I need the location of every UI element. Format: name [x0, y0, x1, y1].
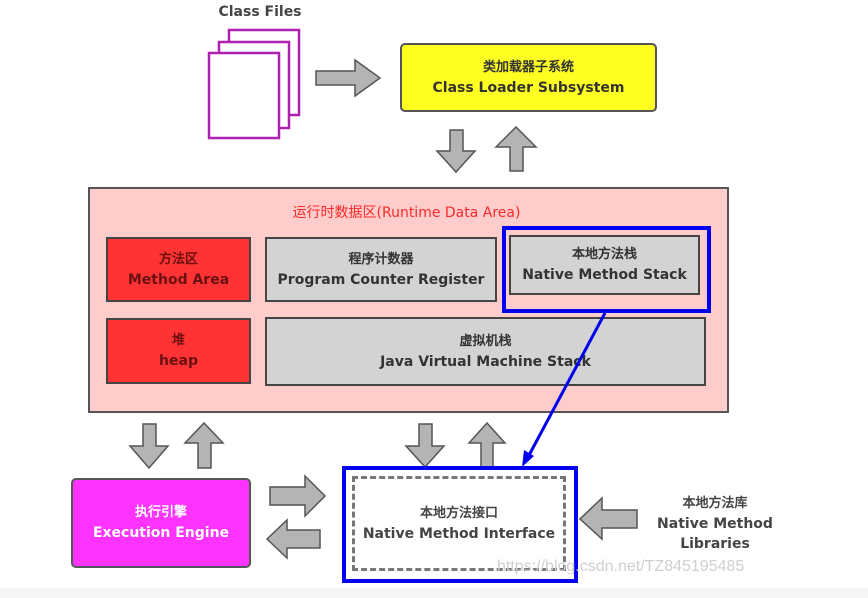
connector-arrowhead-icon	[522, 450, 534, 467]
program-counter-en: Program Counter Register	[277, 271, 485, 288]
arrow-down-icon	[404, 423, 446, 469]
stacked-documents-icon	[207, 28, 301, 140]
arrow-right-icon	[269, 474, 327, 518]
document-page-front	[207, 51, 281, 140]
jvm-stack-zh: 虚拟机栈	[459, 333, 512, 349]
class-loader-en: Class Loader Subsystem	[432, 79, 625, 96]
arrow-up-icon	[467, 421, 507, 468]
heap-en: heap	[159, 353, 198, 369]
bottom-band	[0, 588, 868, 598]
arrow-right-icon	[315, 58, 382, 98]
jvm-stack-en: Java Virtual Machine Stack	[380, 353, 591, 370]
heap-zh: 堆	[171, 333, 185, 348]
arrow-left-icon	[265, 518, 321, 560]
native-method-interface: 本地方法接口 Native Method Interface	[352, 476, 566, 571]
execution-engine-en: Execution Engine	[92, 525, 230, 541]
native-method-interface-zh: 本地方法接口	[419, 505, 498, 521]
heap: 堆 heap	[106, 318, 251, 384]
runtime-data-area-title: 运行时数据区(Runtime Data Area)	[292, 205, 521, 221]
method-area-zh: 方法区	[158, 251, 198, 267]
native-method-libraries-en2: Libraries	[680, 536, 750, 552]
arrow-left-icon	[578, 496, 638, 541]
class-files-label: Class Files	[218, 4, 302, 20]
native-method-libraries-zh: 本地方法库	[682, 496, 748, 511]
native-stack-to-interface-connector	[525, 312, 607, 460]
native-method-stack-en: Native Method Stack	[522, 267, 687, 283]
method-area: 方法区 Method Area	[106, 237, 251, 302]
method-area-en: Method Area	[127, 271, 230, 288]
execution-engine-zh: 执行引擎	[134, 505, 187, 520]
program-counter-zh: 程序计数器	[348, 251, 414, 267]
arrow-up-icon	[183, 421, 225, 469]
arrow-down-icon	[435, 129, 477, 174]
arrow-up-icon	[494, 125, 538, 172]
program-counter-register: 程序计数器 Program Counter Register	[265, 237, 497, 302]
native-method-stack: 本地方法栈 Native Method Stack	[509, 235, 700, 295]
class-loader-zh: 类加载器子系统	[482, 59, 574, 75]
class-loader-subsystem: 类加载器子系统 Class Loader Subsystem	[400, 43, 657, 112]
execution-engine: 执行引擎 Execution Engine	[71, 478, 251, 568]
native-method-interface-highlight	[342, 466, 578, 583]
jvm-stack: 虚拟机栈 Java Virtual Machine Stack	[265, 317, 706, 386]
native-method-libraries: 本地方法库 Native Method Libraries	[640, 494, 790, 554]
native-method-interface-en: Native Method Interface	[362, 525, 556, 542]
native-method-libraries-en1: Native Method	[657, 516, 773, 532]
watermark: https://blog.csdn.net/TZ845195485	[497, 558, 745, 575]
native-method-stack-zh: 本地方法栈	[571, 247, 637, 262]
native-method-stack-highlight	[502, 226, 711, 313]
arrow-down-icon	[128, 423, 170, 470]
